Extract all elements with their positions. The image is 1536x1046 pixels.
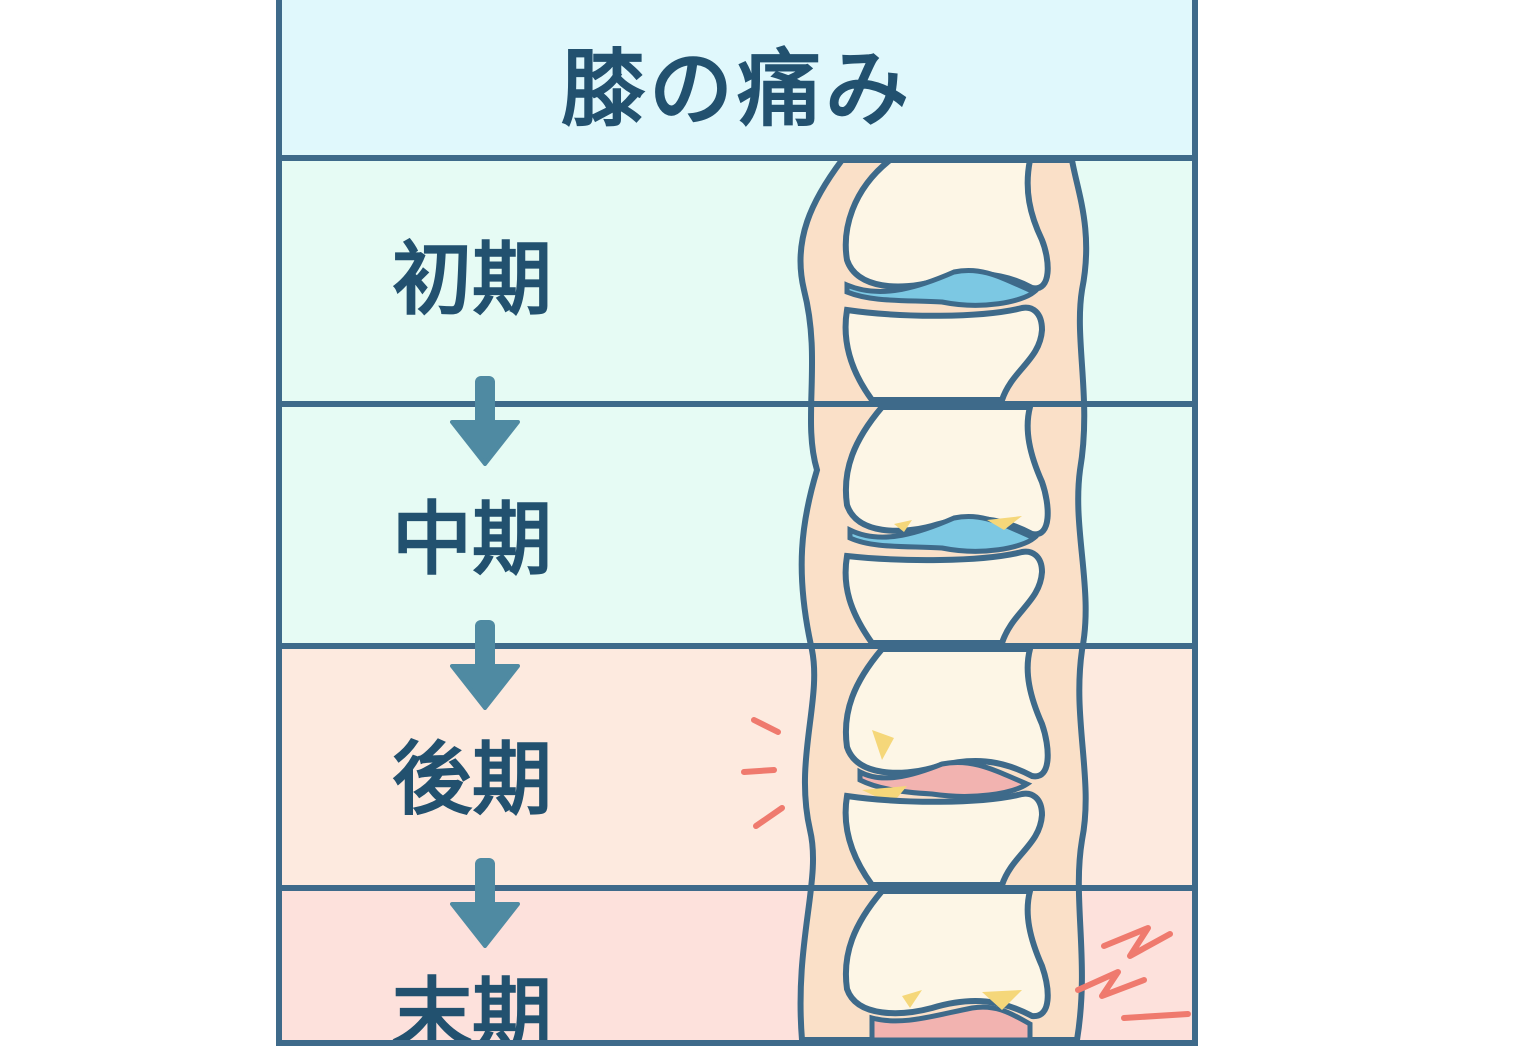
femur-stage-3 (842, 646, 1051, 780)
divider (282, 643, 1192, 649)
stage-label-initial: 初期 (392, 233, 552, 326)
stage-label-middle: 中期 (392, 493, 552, 586)
cartilage-stage-1 (844, 267, 1039, 308)
tibia-stage-2 (842, 548, 1046, 646)
diagram-frame: 膝の痛み (276, 0, 1198, 1046)
pain-zigzag-icon (1075, 925, 1191, 1021)
osteophyte-stage-4 (902, 990, 1022, 1010)
tibia-stage-3 (842, 790, 1046, 888)
divider (282, 401, 1192, 407)
divider (282, 885, 1192, 891)
stage-label-final: 末期 (392, 969, 552, 1046)
cartilage-stage-2 (847, 513, 1039, 554)
down-arrow-icon (450, 620, 520, 710)
page-title: 膝の痛み (560, 40, 913, 138)
pain-lines-icon (741, 717, 785, 829)
femur-stage-1 (842, 157, 1051, 292)
femur-stage-4 (842, 888, 1051, 1019)
title-band: 膝の痛み (282, 0, 1192, 161)
osteophyte-stage-3 (862, 730, 907, 804)
knee-joint-illustration (741, 157, 1191, 1040)
tibia-stage-1 (842, 304, 1046, 403)
down-arrow-icon (450, 858, 520, 948)
femur-stage-2 (842, 404, 1051, 538)
stage-label-late: 後期 (392, 733, 552, 826)
down-arrow-icon (450, 376, 520, 466)
osteophyte-stage-2 (894, 516, 1022, 576)
